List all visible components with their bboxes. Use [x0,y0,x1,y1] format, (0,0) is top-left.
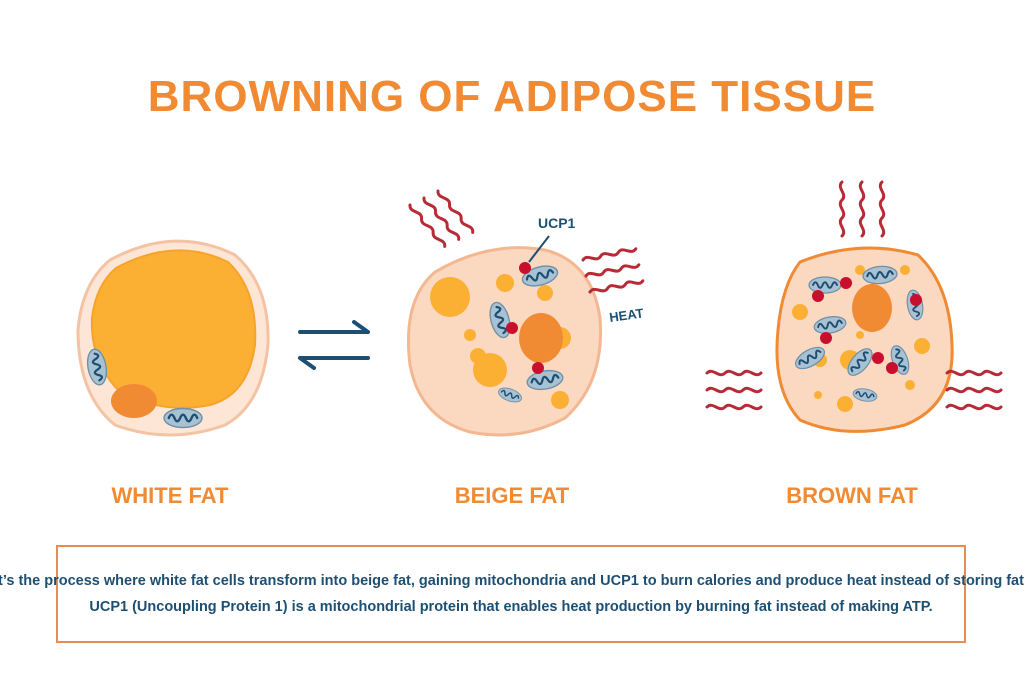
ucp1-dot [506,322,518,334]
info-line-process: It’s the process where white fat cells t… [0,573,1024,589]
ucp1-dot [812,290,824,302]
info-line-ucp1: UCP1 (Uncoupling Protein 1) is a mitocho… [89,599,933,615]
ucp1-dot [532,362,544,374]
info-box: It’s the process where white fat cells t… [0,545,1024,643]
ucp1-dot [872,352,884,364]
beige-fat-label: BEIGE FAT [454,483,570,508]
ucp1-dot [820,332,832,344]
ucp1-dot [840,277,852,289]
brown-fat-label: BROWN FAT [786,483,918,508]
ucp1-label: UCP1 [538,215,576,231]
white-fat-label: WHITE FAT [111,483,229,508]
interconversion-arrows [298,320,370,370]
brown-fat-cell [775,246,954,433]
ucp1-dot [910,294,922,306]
page-title: BROWNING OF ADIPOSE TISSUE [147,72,877,121]
white-fat-cell [76,239,270,437]
ucp1-dot [886,362,898,374]
ucp1-dot [519,262,531,274]
beige-fat-cell [406,235,603,437]
heat-label: HEAT [608,305,644,325]
